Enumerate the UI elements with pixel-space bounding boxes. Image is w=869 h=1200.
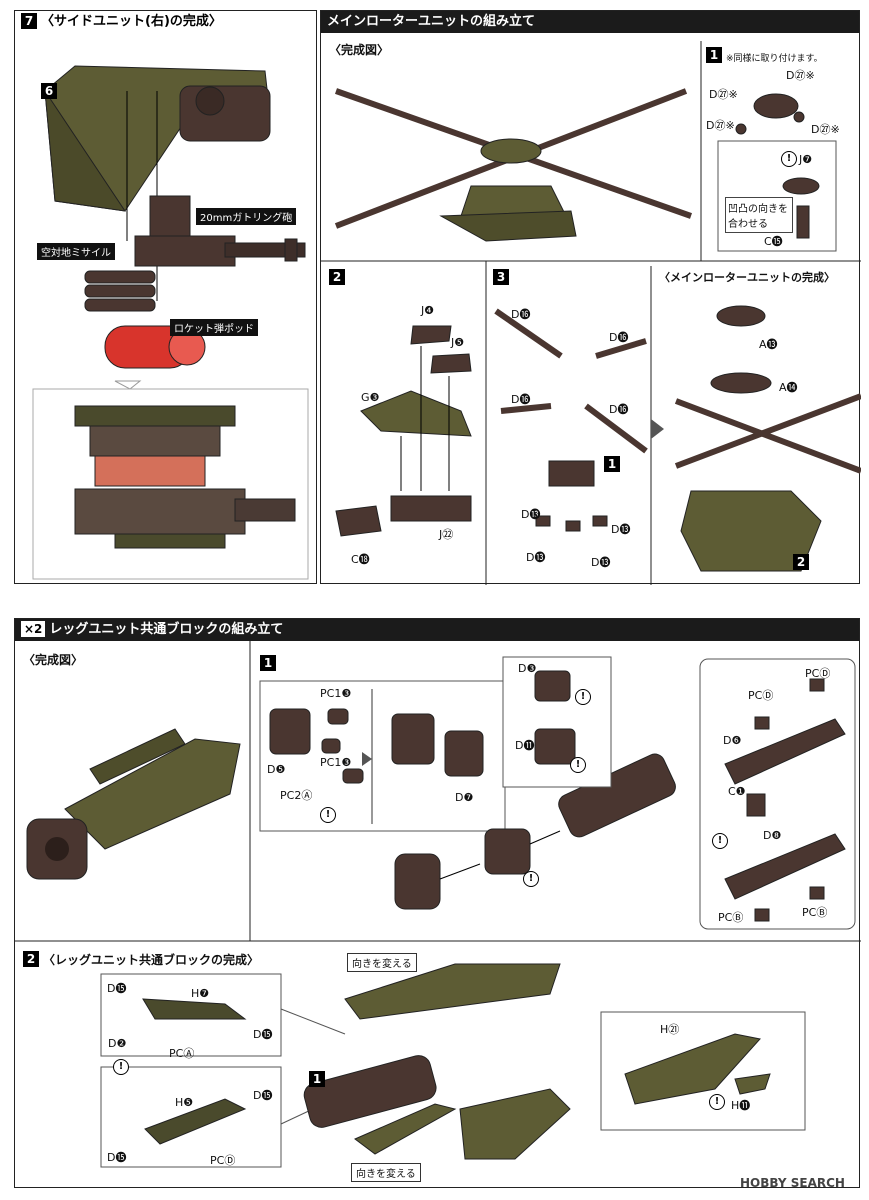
leg-part-d2: D❷ [108,1037,127,1050]
leg-part-pc1b-a: PC1❸ [320,687,352,700]
rotor-part-d16-b: D⓰ [609,331,629,344]
leg-multiplier: ×2 [21,621,46,637]
leg-part-h11: H⓫ [731,1099,751,1112]
leg-part-c1: C❶ [728,785,746,798]
leg-step1-number: 1 [260,655,276,671]
leg-part-d8: D❽ [763,829,782,842]
leg-part-d3: D❸ [518,662,537,675]
orient-bottom-label: 向きを変える [351,1163,421,1182]
leg-part-d6: D❻ [723,734,742,747]
leg-c1-warning-icon: ! [712,833,728,849]
gatling-label: 20mmガトリング砲 [196,208,297,225]
leg-part-d15-d: D⓯ [107,1151,127,1164]
side-unit-illustration [32,65,309,580]
rotor-part-d13-b: D⓭ [611,523,631,536]
rotor-part-g3: G❸ [361,391,380,404]
leg-step2-number: 2 [23,951,39,967]
rotor-panel: メインローターユニットの組み立て 〈完成図〉 [320,10,861,585]
rotor-part-d13-c: D⓭ [526,551,546,564]
rotor-part-d27-a: D㉗※ [786,69,815,82]
section7-header: 7 〈サイドユニット(右)の完成〉 [15,11,316,33]
leg-d11-warning-icon: ! [570,757,586,773]
leg-part-d11: D⓫ [515,739,535,752]
rotor-part-d27-c: D㉗※ [706,119,735,132]
leg-part-d5: D❺ [267,763,286,776]
missile-label: 空対地ミサイル [37,243,115,260]
leg-part-pcd-b: PCⒹ [805,667,831,680]
leg-title: レッグユニット共通ブロックの組み立て [49,622,284,637]
leg-chain-warning-icon: ! [523,871,539,887]
leg-step2-ref: 1 [309,1071,325,1087]
section7-title: 〈サイドユニット(右)の完成〉 [41,14,222,29]
leg-part-pcd: PCⒹ [210,1154,236,1167]
leg-part-pc2a: PC2Ⓐ [280,789,313,802]
section7-step-ref: 6 [41,83,57,99]
leg-part-d15-c: D⓯ [253,1089,273,1102]
watermark: HOBBY SEARCH [740,1176,845,1190]
leg-complete-label: 〈完成図〉 [23,653,84,667]
leg-part-h5: H❺ [175,1096,194,1109]
rotor-step3-number: 3 [493,269,509,285]
leg-part-pc1b-b: PC1❸ [320,756,352,769]
leg-part-d15-a: D⓯ [107,982,127,995]
section7-panel: 7 〈サイドユニット(右)の完成〉 6 20mmガトリング砲 空対地ミサイル [14,10,317,584]
rotor-part-c15: C⓯ [764,235,783,248]
rotor-step1-note: ※同様に取り付けます。 [726,54,823,64]
rotor-complete-ref: 2 [793,554,809,570]
leg-part-pcb-b: PCⒷ [802,906,828,919]
rotor-part-j5: J❺ [451,336,465,349]
leg-step1-warning-icon: ! [320,807,336,823]
orient-top-label: 向きを変える [347,953,417,972]
leg-part-h7: H❼ [191,987,210,1000]
section7-number: 7 [21,13,37,29]
rotor-part-j22: J㉒ [439,528,454,541]
leg-d3-warning-icon: ! [575,689,591,705]
rotor-illustrations [321,41,861,585]
rotor-part-d13-d: D⓭ [591,556,611,569]
rotor-part-c18: C⓲ [351,553,370,566]
rotor-header: メインローターユニットの組み立て [321,11,859,33]
leg-d2-warning-icon: ! [113,1059,129,1075]
leg-h21-warning-icon: ! [709,1094,725,1110]
rotor-step2-number: 2 [329,269,345,285]
rotor-part-d16-d: D⓰ [609,403,629,416]
leg-illustrations [15,641,861,1168]
rotor-part-d16-a: D⓰ [511,308,531,321]
rotor-title: メインローターユニットの組み立て [327,14,536,29]
leg-part-pcb-a: PCⒷ [718,911,744,924]
leg-part-pcd-a: PCⒹ [748,689,774,702]
leg-part-d7: D❼ [455,791,474,804]
rotor-part-d16-c: D⓰ [511,393,531,406]
rotor-step1-warning-icon: ! [781,151,797,167]
rotor-part-d27-d: D㉗※ [811,123,840,136]
rotor-part-a14: A⓮ [779,381,798,394]
rotor-part-j4: J❹ [421,304,435,317]
leg-part-d15-b: D⓯ [253,1028,273,1041]
rotor-part-d13-a: D⓭ [521,508,541,521]
rotor-step1-hint: 凹凸の向きを合わせる [725,197,793,233]
rotor-complete-title: 〈メインローターユニットの完成〉 [659,271,835,284]
rotor-part-a13: A⓭ [759,338,778,351]
rotor-complete-label: 〈完成図〉 [329,43,390,57]
rotor-step1-number: 1 [706,47,722,63]
leg-step2-title: 〈レッグユニット共通ブロックの完成〉 [43,953,260,967]
rotor-part-d27-b: D㉗※ [709,88,738,101]
rocket-label: ロケット弾ポッド [170,319,258,336]
rotor-part-j7: J❼ [799,153,813,166]
rotor-step3-ref: 1 [604,456,620,472]
leg-part-pca: PCⒶ [169,1047,195,1060]
leg-part-h21: H㉑ [660,1023,680,1036]
